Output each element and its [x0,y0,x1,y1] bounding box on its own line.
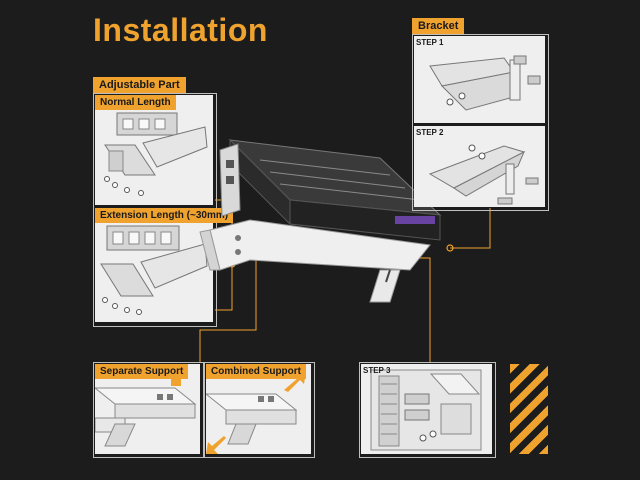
normal-length-illustration [104,112,208,196]
bracket-label: Bracket [412,18,465,35]
combined-support-illustration [206,372,306,454]
normal-length-label: Normal Length [95,95,176,110]
bracket-step1-panel [414,36,545,123]
hazard-stripes [510,364,548,454]
extension-length-label: Extension Length (~30mm) [95,208,234,223]
normal-length-panel [95,95,213,205]
extension-length-panel [95,208,213,322]
combined-support-frame [204,362,315,458]
bracket-step2-label: STEP 2 [416,128,444,137]
combined-support-label: Combined Support [206,364,306,379]
bracket-step3-panel [361,364,492,454]
separate-support-illustration [95,378,197,447]
separate-support-label: Separate Support [95,364,189,379]
combined-support-panel [206,364,311,454]
bracket-frame [412,34,549,211]
adjustable-part-label: Adjustable Part [93,77,186,94]
gpu-render-illustration [199,138,442,303]
bracket-step3-illustration [370,369,482,451]
bracket-step1-label: STEP 1 [416,38,444,47]
page-title: Installation [93,12,268,48]
gpu-bracket-render [190,120,460,320]
extension-length-illustration [100,225,208,315]
separate-support-frame [93,362,204,458]
separate-support-panel [95,364,200,454]
bracket-step2-panel [414,126,545,207]
bracket-step1-illustration [429,55,541,111]
bracket-step2-illustration [428,144,539,205]
bracket-step3-label: STEP 3 [363,366,391,375]
bracket-step3-frame [359,362,496,458]
